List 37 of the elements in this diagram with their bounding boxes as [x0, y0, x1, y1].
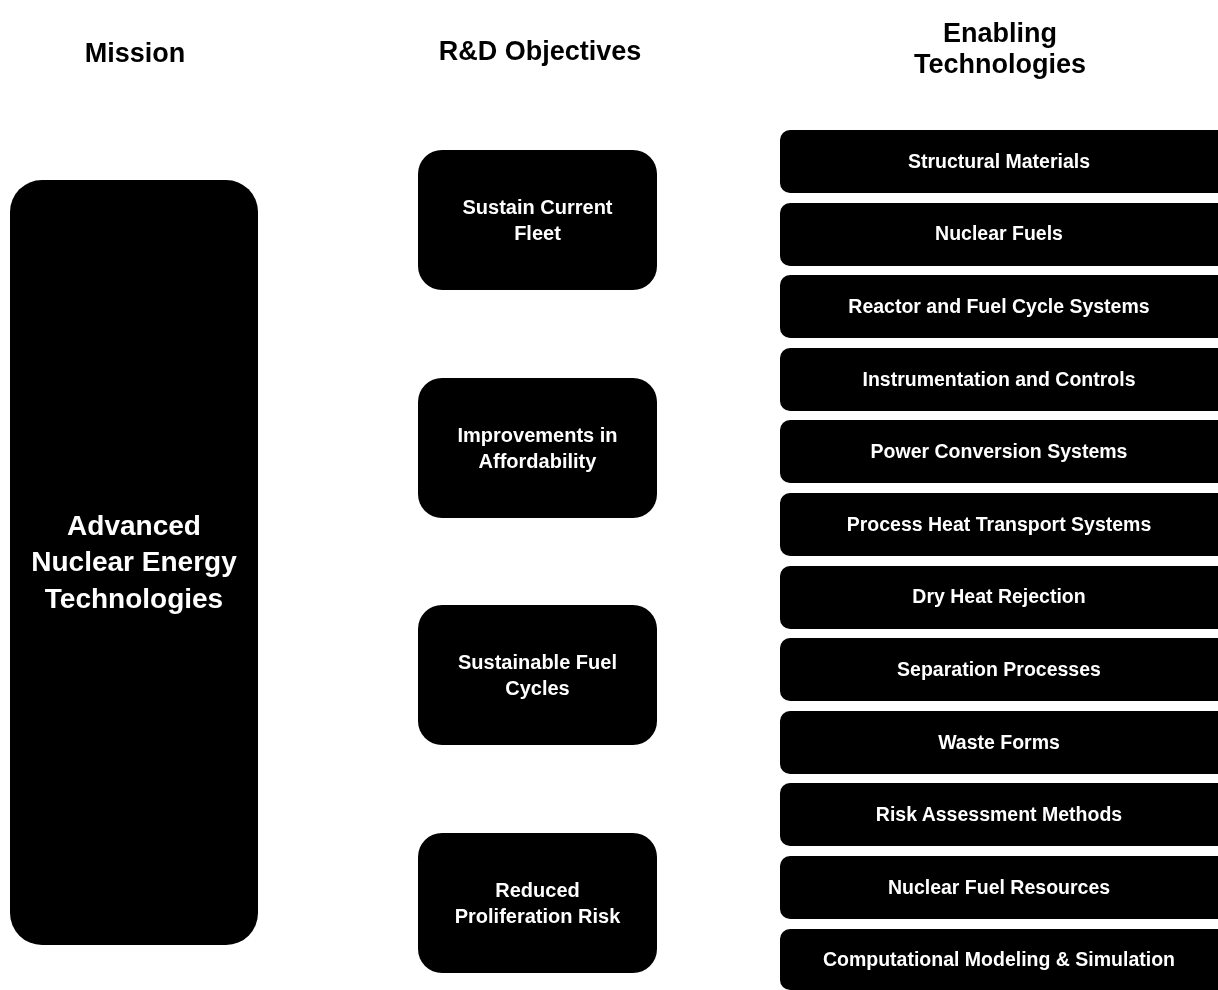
box-label: Sustainable Fuel Cycles [457, 650, 618, 701]
technology-box [780, 928, 1218, 990]
box-label: Process Heat Transport Systems [846, 511, 1152, 537]
box-label: Power Conversion Systems [870, 439, 1128, 465]
box-label: Separation Processes [897, 657, 1101, 682]
objective-box [418, 150, 657, 290]
mission-box [10, 180, 258, 945]
technology-box [780, 710, 1218, 774]
box-label: Advanced Nuclear Energy Technologies [30, 508, 238, 616]
technology-box [780, 856, 1218, 919]
box-label: Dry Heat Rejection [912, 584, 1086, 610]
box-label: Instrumentation and Controls [862, 366, 1136, 392]
box-label: Nuclear Fuels [935, 221, 1063, 247]
technology-box [780, 493, 1218, 556]
column-heading: R&D Objectives [437, 36, 643, 68]
technology-box [780, 275, 1218, 339]
box-label: Nuclear Fuel Resources [887, 874, 1111, 900]
box-label: Structural Materials [907, 148, 1091, 174]
technology-box [780, 565, 1218, 629]
box-label: Improvements in Affordability [456, 423, 619, 474]
column-heading: Mission [83, 38, 187, 70]
technology-box [780, 783, 1218, 847]
column-heading: Enabling Technologies [913, 18, 1087, 81]
box-label: Risk Assessment Methods [875, 802, 1123, 828]
box-label: Reactor and Fuel Cycle Systems [848, 294, 1150, 319]
technology-box [780, 202, 1218, 266]
technology-box [780, 130, 1218, 193]
box-label: Reduced Proliferation Risk [453, 878, 622, 929]
technology-box [780, 347, 1218, 411]
objective-box [418, 605, 657, 745]
objective-box [418, 833, 657, 973]
box-label: Sustain Current Fleet [461, 195, 614, 246]
technology-box [780, 420, 1218, 484]
technology-box [780, 638, 1218, 702]
box-label: Computational Modeling & Simulation [822, 946, 1176, 972]
box-label: Waste Forms [938, 729, 1060, 755]
objective-box [418, 378, 657, 518]
